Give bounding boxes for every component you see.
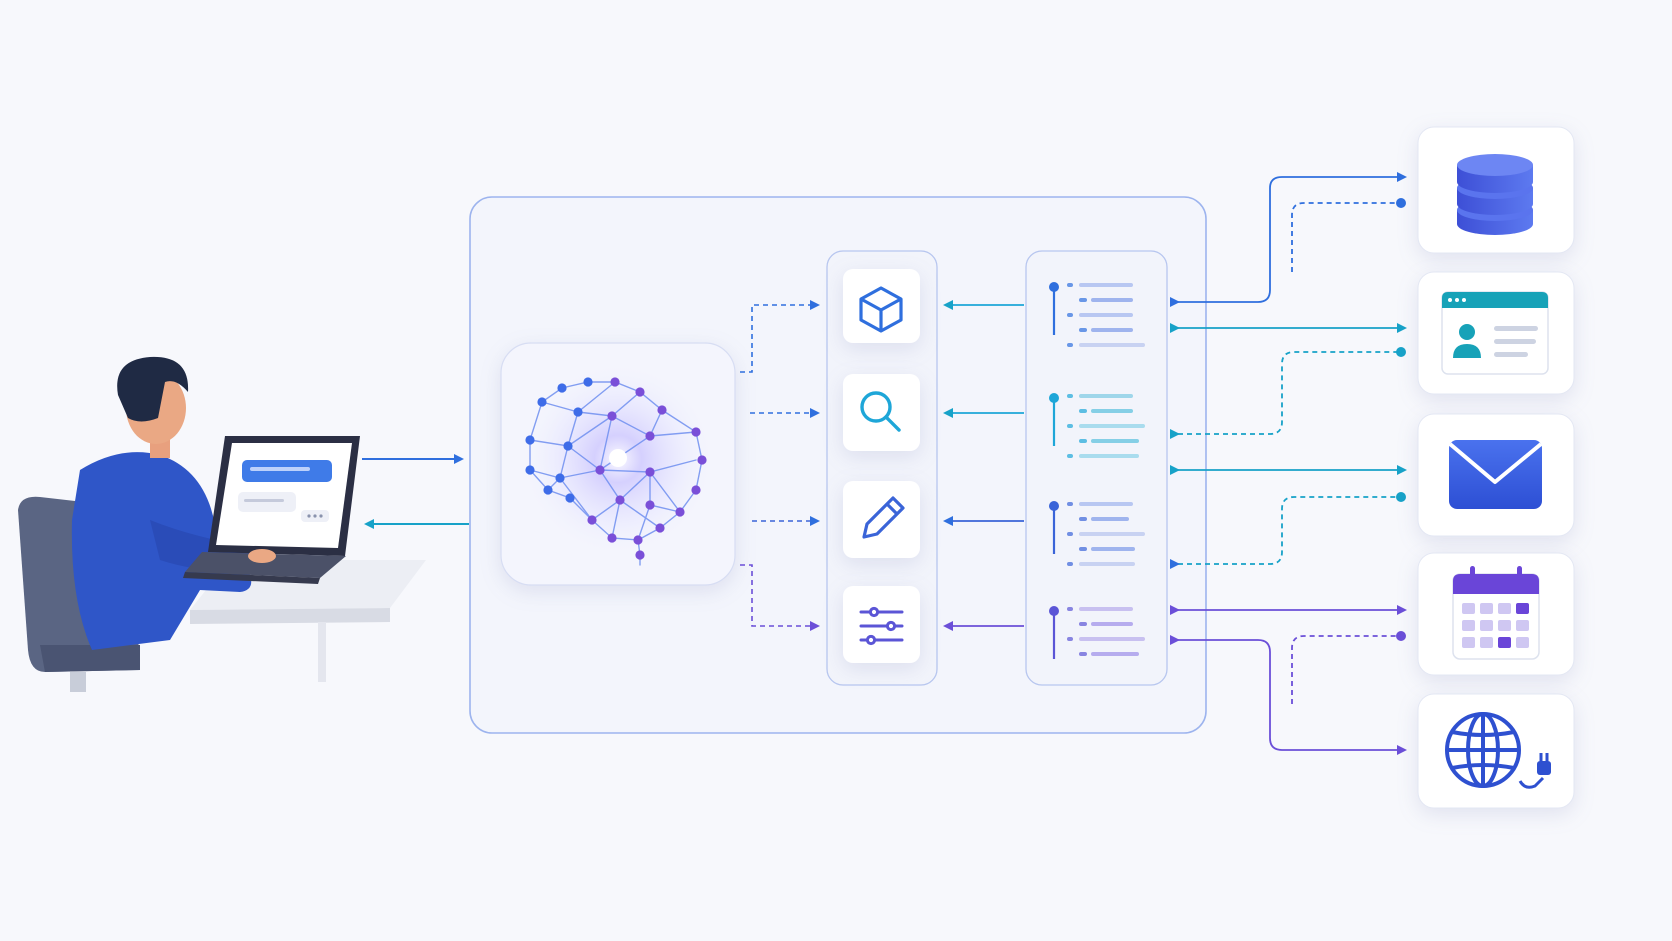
memory-blocks [1049,282,1145,659]
service-calendar[interactable] [1417,552,1575,676]
sliders-icon [859,606,904,646]
memory-bullet [1067,637,1073,641]
mail-icon [1448,440,1543,509]
service-database[interactable] [1417,126,1575,254]
memory-line [1079,343,1145,347]
memory-node [1049,282,1059,292]
service-web[interactable] [1417,693,1575,809]
memory-tool-connectors [943,300,1024,631]
memory-bullet [1079,517,1087,521]
calendar-icon [1452,566,1540,660]
brain-card [500,342,736,586]
memory-line [1079,454,1139,458]
search-icon [860,391,901,432]
memory-line [1091,547,1135,551]
memory-line [1079,607,1133,611]
memory-line [1091,439,1139,443]
memory-bullet [1079,439,1087,443]
memory-bullet [1067,454,1073,458]
memory-block [1049,393,1145,458]
memory-column [1025,250,1168,686]
memory-bullet [1079,409,1087,413]
user-agent-connectors [362,454,469,529]
memory-bullet [1079,622,1087,626]
memory-bullet [1067,343,1073,347]
tool-buttons [843,269,920,663]
memory-line [1079,532,1145,536]
tool-cube[interactable] [843,269,920,343]
memory-line [1079,562,1135,566]
memory-block [1049,501,1145,566]
memory-line [1091,517,1129,521]
memory-line [1091,328,1133,332]
memory-line [1079,394,1133,398]
memory-bullet [1079,652,1087,656]
brain-tool-connectors [740,300,820,631]
memory-line [1091,622,1133,626]
tool-edit[interactable] [843,481,920,558]
memory-node [1049,501,1059,511]
pencil-icon [862,496,905,539]
neural-brain-icon [525,377,707,566]
tool-search[interactable] [843,374,920,451]
memory-bullet [1079,547,1087,551]
globe-plug-icon [1445,712,1551,789]
memory-bullet [1067,394,1073,398]
memory-bullet [1067,313,1073,317]
memory-bullet [1067,607,1073,611]
tools-column [826,250,938,686]
profile-window-icon [1441,291,1549,375]
service-connectors [1170,172,1407,755]
memory-node [1049,606,1059,616]
user-illustration [18,356,426,692]
memory-line [1079,637,1145,641]
memory-line [1091,409,1133,413]
memory-bullet [1079,328,1087,332]
memory-line [1079,313,1133,317]
memory-block [1049,606,1145,659]
cube-icon [859,286,903,333]
memory-line [1079,424,1145,428]
person-hair [117,356,189,422]
memory-node [1049,393,1059,403]
memory-line [1079,283,1133,287]
memory-bullet [1067,424,1073,428]
memory-block [1049,282,1145,347]
memory-line [1091,298,1133,302]
memory-bullet [1067,502,1073,506]
memory-bullet [1079,298,1087,302]
memory-bullet [1067,283,1073,287]
database-icon [1457,154,1533,235]
service-profile[interactable] [1417,271,1575,395]
memory-bullet [1067,532,1073,536]
tool-settings[interactable] [843,586,920,663]
service-mail[interactable] [1417,413,1575,537]
memory-line [1079,502,1133,506]
service-cards [1417,126,1575,809]
memory-line [1091,652,1139,656]
memory-bullet [1067,562,1073,566]
laptop-base [185,552,346,578]
